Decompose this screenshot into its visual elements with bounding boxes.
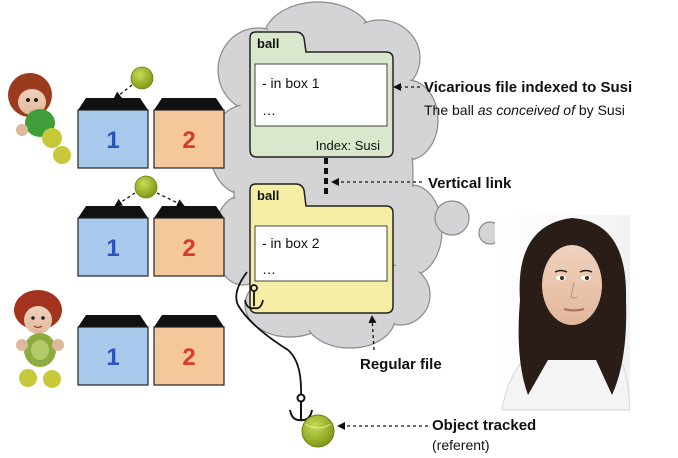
box-1-row-3 [77,326,149,386]
boxes-row-2: 1 2 [77,206,225,277]
box-1-row-2-number: 1 [106,235,119,262]
box-2-row-2 [153,217,225,277]
referent-label: (referent) [432,437,490,453]
ball-icon-row-2 [134,175,158,199]
ball-arrow-row-2-right [156,192,185,207]
doll-icon-bottom [14,290,64,388]
box-1-row-1-number: 1 [106,127,119,154]
vicarious-file-line2: … [262,102,276,118]
vicarious-file-folder: ball - in box 1 … Index: Susi [249,31,394,158]
boxes-row-3: 1 2 [77,315,225,386]
vertical-link-label: Vertical link [428,175,512,192]
folder-anchor-icon [244,284,264,310]
box-2-row-1-number: 2 [182,127,195,154]
doll-icon-top [8,73,71,164]
regular-file-label: Regular file [360,356,442,373]
ball-arrow-row-1 [113,84,133,100]
ball-arrow-row-2-left [114,192,136,207]
box-2-row-1 [153,109,225,169]
box-1-row-1 [77,109,149,169]
vicarious-file-tab: ball [257,36,279,51]
regular-file-line1: - in box 2 [262,235,320,251]
box-2-row-3 [153,326,225,386]
referent-ball-icon [301,414,335,448]
vicarious-title: Vicarious file indexed to Susi [424,79,632,96]
anchor-icon [289,393,313,422]
regular-file-folder: ball - in box 2 … [249,183,394,314]
boxes-row-1: 1 2 [77,98,225,169]
vicarious-subtitle: The ball as conceived of by Susi [424,102,625,118]
box-1-row-2 [77,217,149,277]
ball-icon-row-1 [130,66,154,90]
vicarious-file-line1: - in box 1 [262,75,320,91]
object-tracked-label: Object tracked [432,417,536,434]
vicarious-file-index: Index: Susi [316,138,380,153]
box-2-row-2-number: 2 [182,235,195,262]
regular-file-line2: … [262,261,276,277]
box-2-row-3-number: 2 [182,344,195,371]
regular-file-tab: ball [257,188,279,203]
tracking-rope [235,271,302,396]
woman-portrait [495,215,631,411]
box-1-row-3-number: 1 [106,344,119,371]
